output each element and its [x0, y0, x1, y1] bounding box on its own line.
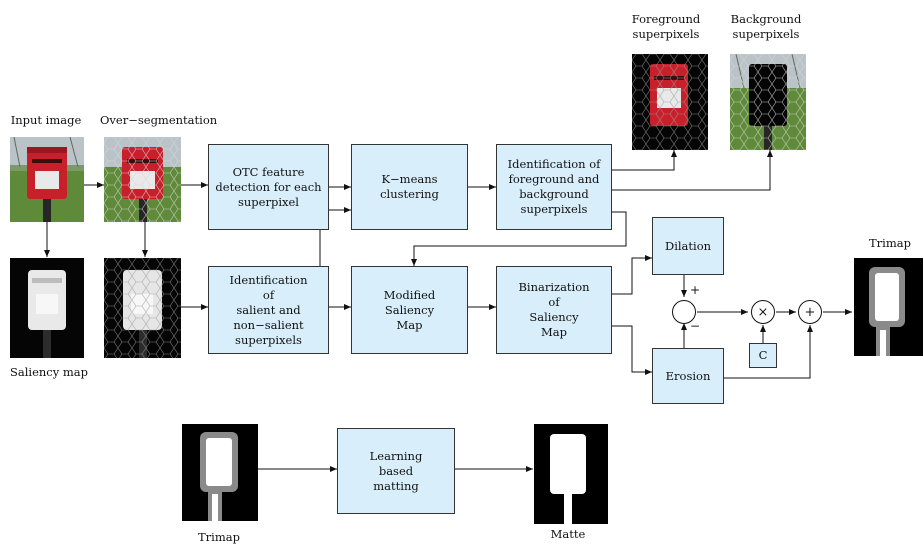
salient-superpixels-thumbnail: [104, 258, 181, 358]
salient-identification-box: Identification of salient and non−salien…: [208, 266, 329, 354]
saliency-map-thumbnail: [10, 258, 84, 358]
constant-c-text: C: [758, 348, 768, 362]
otc-feature-detection-text: OTC feature detection for each superpixe…: [215, 164, 322, 209]
minus-sign: −: [690, 319, 701, 333]
matte-label: Matte: [550, 527, 586, 541]
salient-identification-text: Identification of salient and non−salien…: [229, 272, 308, 347]
learning-based-matting-box: Learning based matting: [337, 428, 455, 514]
trimap-mask-icon: [182, 424, 258, 521]
saliency-map-label: Saliency map: [9, 365, 89, 379]
matte-mask-icon: [534, 424, 608, 524]
foreground-superpixels-thumbnail: [632, 54, 708, 150]
kmeans-clustering-box: K−means clustering: [351, 144, 468, 230]
arrow-fgbg-to-modified: [411, 211, 627, 266]
matte-thumbnail: [534, 424, 608, 524]
arrow-binarization-to-dilation: [612, 255, 652, 295]
postbox-photo-icon: [10, 137, 84, 222]
binarization-text: Binarization of Saliency Map: [518, 280, 590, 339]
arrow-erosion-to-add: [724, 325, 813, 379]
saliency-superpixels-icon: [104, 258, 181, 358]
foreground-superpixels-label: Foreground superpixels: [631, 12, 701, 41]
fg-bg-identification-text: Identification of foreground and backgro…: [507, 157, 601, 216]
otc-feature-detection-box: OTC feature detection for each superpixe…: [208, 144, 329, 230]
plus-sign: +: [690, 283, 701, 297]
add-node: +: [798, 300, 822, 324]
trimap-mask-icon: [854, 258, 923, 356]
learning-based-matting-text: Learning based matting: [369, 448, 423, 493]
erosion-text: Erosion: [665, 368, 711, 383]
arrow-fgbg-to-foreground: [612, 150, 677, 171]
modified-saliency-map-text: Modified Saliency Map: [383, 287, 436, 332]
arrow-binarization-to-erosion: [612, 325, 652, 375]
erosion-box: Erosion: [652, 348, 724, 404]
saliency-map-icon: [10, 258, 84, 358]
input-image-thumbnail: [10, 137, 84, 222]
fg-bg-identification-box: Identification of foreground and backgro…: [496, 144, 612, 230]
constant-c-box: C: [749, 343, 777, 368]
trimap-input-thumbnail: [182, 424, 258, 521]
over-segmentation-label: Over−segmentation: [100, 113, 218, 127]
trimap-output-label: Trimap: [869, 236, 911, 250]
difference-node: [672, 300, 696, 324]
dilation-text: Dilation: [664, 238, 712, 253]
arrow-fgbg-to-background: [612, 150, 773, 191]
background-superpixels-icon: [730, 54, 806, 150]
background-superpixels-thumbnail: [730, 54, 806, 150]
foreground-superpixels-icon: [632, 54, 708, 150]
kmeans-clustering-text: K−means clustering: [380, 172, 439, 201]
multiply-node: ×: [751, 300, 775, 324]
trimap-input-label: Trimap: [198, 530, 240, 544]
trimap-output-thumbnail: [854, 258, 923, 356]
binarization-box: Binarization of Saliency Map: [496, 266, 612, 354]
background-superpixels-label: Background superpixels: [730, 12, 802, 41]
modified-saliency-map-box: Modified Saliency Map: [351, 266, 468, 354]
input-image-label: Input image: [10, 113, 82, 127]
over-segmentation-thumbnail: [104, 137, 181, 222]
postbox-superpixels-icon: [104, 137, 181, 222]
dilation-box: Dilation: [652, 217, 724, 275]
